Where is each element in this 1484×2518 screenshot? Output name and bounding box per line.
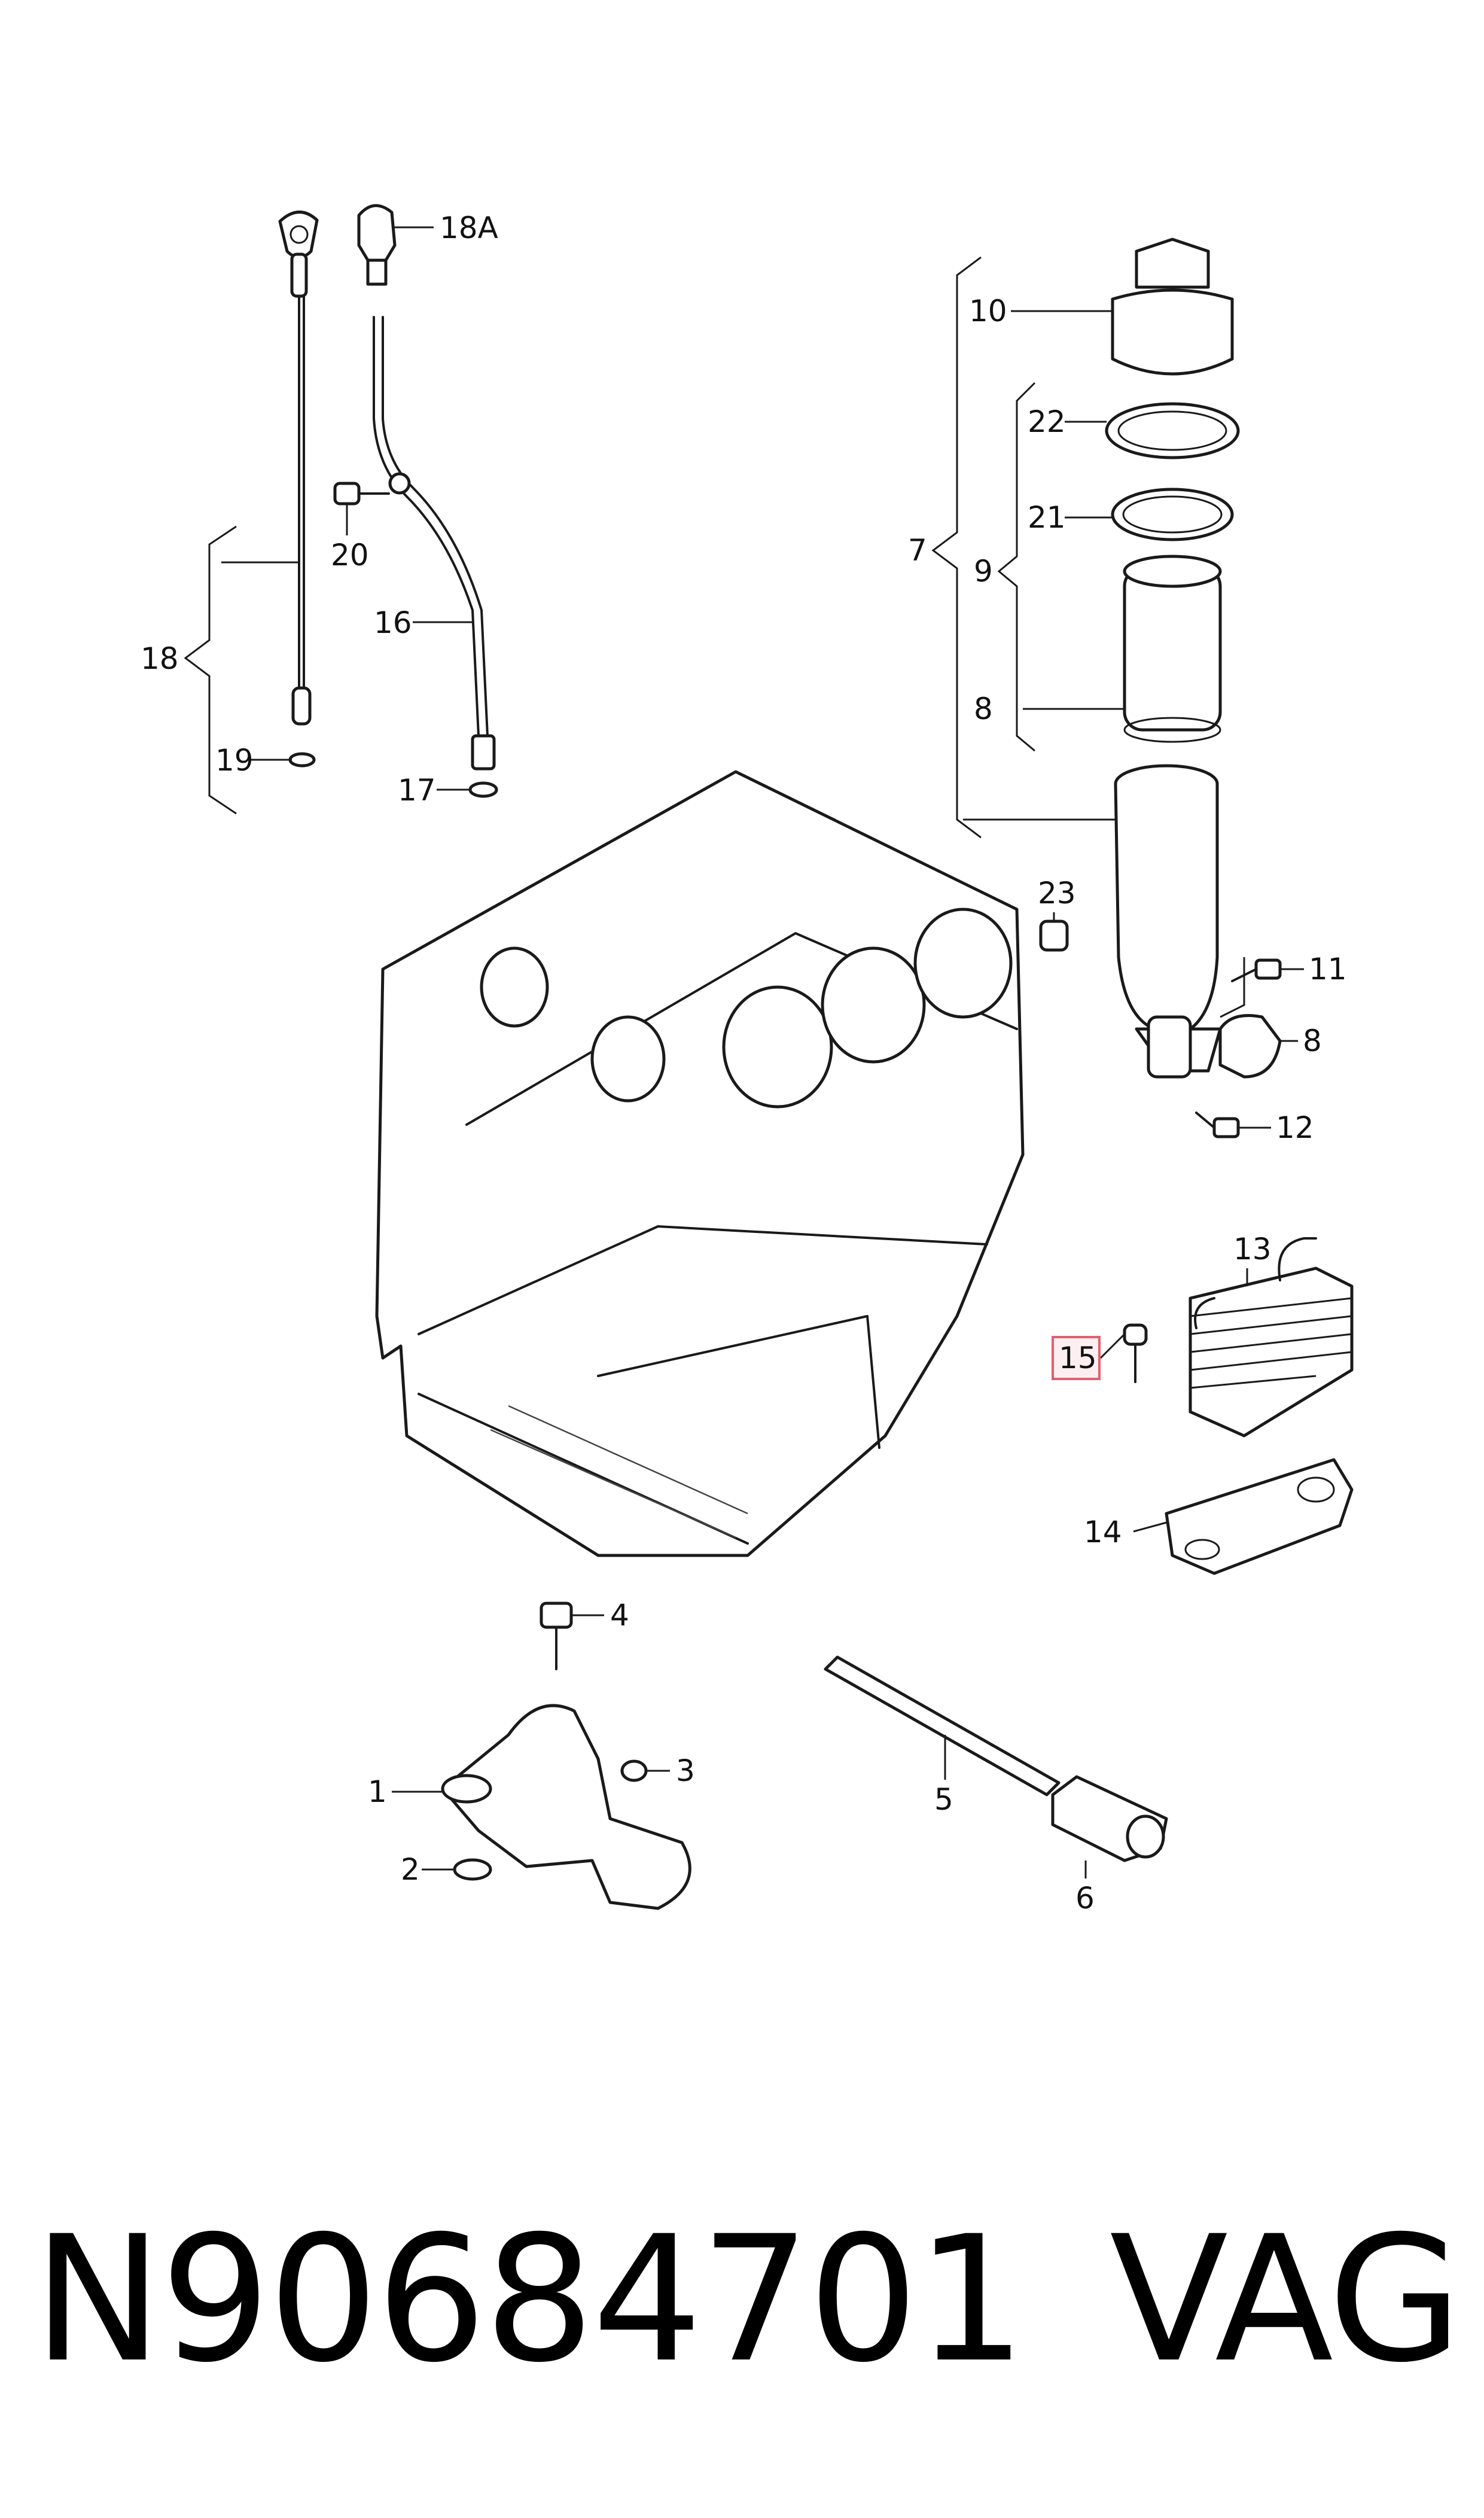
callout-15: 15 — [1059, 1341, 1097, 1375]
callout-5: 5 — [934, 1782, 953, 1817]
callout-6: 6 — [1075, 1881, 1095, 1916]
dipstick-guide-tube — [333, 204, 498, 798]
callout-labels: 18A 20 16 18 19 17 10 22 21 7 9 8 23 11 … — [141, 211, 1347, 1916]
callout-18: 18 — [141, 641, 179, 676]
callout-10: 10 — [969, 294, 1007, 328]
dipstick — [278, 211, 319, 768]
callout-17: 17 — [398, 773, 436, 808]
oil-pump — [441, 1601, 691, 1910]
callout-8-gasket: 8 — [1303, 1024, 1322, 1058]
callout-3: 3 — [676, 1753, 695, 1788]
callout-18a: 18A — [440, 211, 498, 245]
callout-19: 19 — [215, 743, 254, 778]
callout-1: 1 — [368, 1774, 387, 1809]
engine-block-with-oil-pan — [375, 770, 1025, 1557]
callout-11: 11 — [1309, 952, 1347, 987]
callout-13: 13 — [1233, 1232, 1272, 1266]
callout-4: 4 — [610, 1598, 629, 1633]
callout-16: 16 — [374, 605, 412, 640]
callout-22: 22 — [1028, 404, 1066, 439]
callout-14: 14 — [1084, 1515, 1122, 1549]
oil-pump-drive-shaft — [824, 1655, 1168, 1862]
callout-9: 9 — [974, 554, 993, 589]
callout-20: 20 — [331, 538, 369, 573]
highlight-box — [1052, 1336, 1101, 1380]
callout-7: 7 — [908, 533, 927, 568]
oil-cooler — [1123, 1237, 1354, 1575]
part-number: N90684701 — [33, 2199, 1026, 2401]
callout-8-element: 8 — [974, 692, 993, 726]
oil-filter-assembly — [1039, 238, 1282, 1138]
leader-lines — [184, 226, 1304, 1878]
callout-12: 12 — [1276, 1110, 1314, 1145]
callout-23: 23 — [1038, 876, 1076, 911]
callout-2: 2 — [401, 1852, 420, 1887]
callout-21: 21 — [1028, 500, 1066, 535]
brand-name: VAG — [1110, 2199, 1462, 2401]
